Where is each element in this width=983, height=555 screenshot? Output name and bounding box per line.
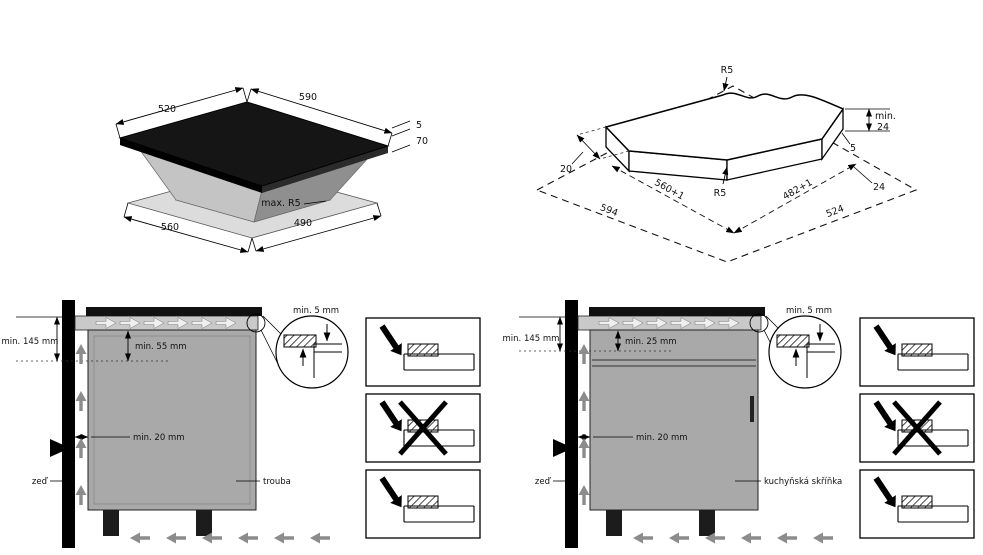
- dim-min145: min. 145 mm: [503, 334, 560, 344]
- dim-line-560plus: [611, 165, 735, 234]
- dim-line-560: [123, 216, 249, 253]
- hob-section: [86, 307, 262, 316]
- dim-520: 520: [158, 104, 176, 115]
- dim-590: 590: [299, 92, 317, 103]
- hob-isometric-view: 520 590 5 70 max. R5 560 490: [115, 87, 428, 253]
- forbidden-x-icon: [398, 400, 448, 456]
- dim-max-r5: max. R5: [261, 198, 300, 209]
- band-top-face: [605, 92, 844, 161]
- cabinet-leg: [699, 510, 715, 536]
- edge-detail-circle: [769, 316, 841, 388]
- kitchen-cabinet: [589, 329, 759, 511]
- dim-min145: min. 145 mm: [2, 337, 59, 347]
- dim-line-20: [576, 134, 601, 160]
- dim-line-590: [250, 88, 393, 134]
- wall: [565, 300, 578, 548]
- dim-24-min: 24: [877, 122, 889, 133]
- cutout-isometric-view: R5 R5 min. 24 5 24 20 594 560+1 482+1 52…: [535, 65, 918, 263]
- oven-installation-section: min. 145 mm min. 55 mm min. 20 mm zeď tr…: [2, 300, 481, 548]
- radius-r5-top: R5: [721, 65, 734, 76]
- dim-min25: min. 25 mm: [625, 337, 677, 347]
- hob-edge-front-left: [120, 138, 262, 193]
- dim-70: 70: [416, 136, 428, 147]
- min-label: min.: [875, 111, 896, 122]
- appliance-label: trouba: [263, 477, 291, 487]
- dim-line-482plus: [733, 163, 857, 234]
- dim-line-520: [115, 87, 244, 125]
- cabinet-leg: [103, 510, 119, 536]
- detail-source-circle: [246, 313, 266, 333]
- dim-min55: min. 55 mm: [135, 342, 187, 352]
- hob-edge-front-right: [262, 146, 388, 193]
- dim-20: 20: [560, 164, 572, 175]
- dim-min20: min. 20 mm: [133, 433, 185, 443]
- hob-section: [589, 307, 765, 316]
- radius-r5-inner: R5: [714, 188, 727, 199]
- dim-24-side: 24: [873, 182, 885, 193]
- gap-pointer-arrow: [50, 439, 70, 457]
- oven-door-outline: [93, 335, 251, 505]
- wall-label: zeď: [32, 477, 49, 487]
- appliance-label: kuchyňská skříňka: [764, 476, 842, 487]
- cabinet-handle: [750, 396, 754, 422]
- edge-detail-circle: [276, 316, 348, 388]
- dim-min20: min. 20 mm: [636, 433, 688, 443]
- detail-source-circle: [749, 313, 769, 333]
- cabinet-leg: [196, 510, 212, 536]
- wall-label: zeď: [535, 477, 552, 487]
- cabinet-leg: [606, 510, 622, 536]
- forbidden-x-icon: [892, 400, 942, 456]
- dim-min5: min. 5 mm: [786, 306, 832, 316]
- cabinet-installation-section: min. 145 mm min. 25 mm min. 20 mm zeď ku…: [503, 300, 975, 548]
- dim-5-reveal: 5: [850, 143, 856, 154]
- dim-min5: min. 5 mm: [293, 306, 339, 316]
- wall: [62, 300, 75, 548]
- dim-560: 560: [161, 222, 179, 233]
- gap-pointer-arrow: [553, 439, 573, 457]
- oven-cabinet: [87, 329, 257, 511]
- dim-490: 490: [294, 218, 312, 229]
- dim-line-490: [255, 215, 382, 252]
- dim-5: 5: [416, 120, 422, 131]
